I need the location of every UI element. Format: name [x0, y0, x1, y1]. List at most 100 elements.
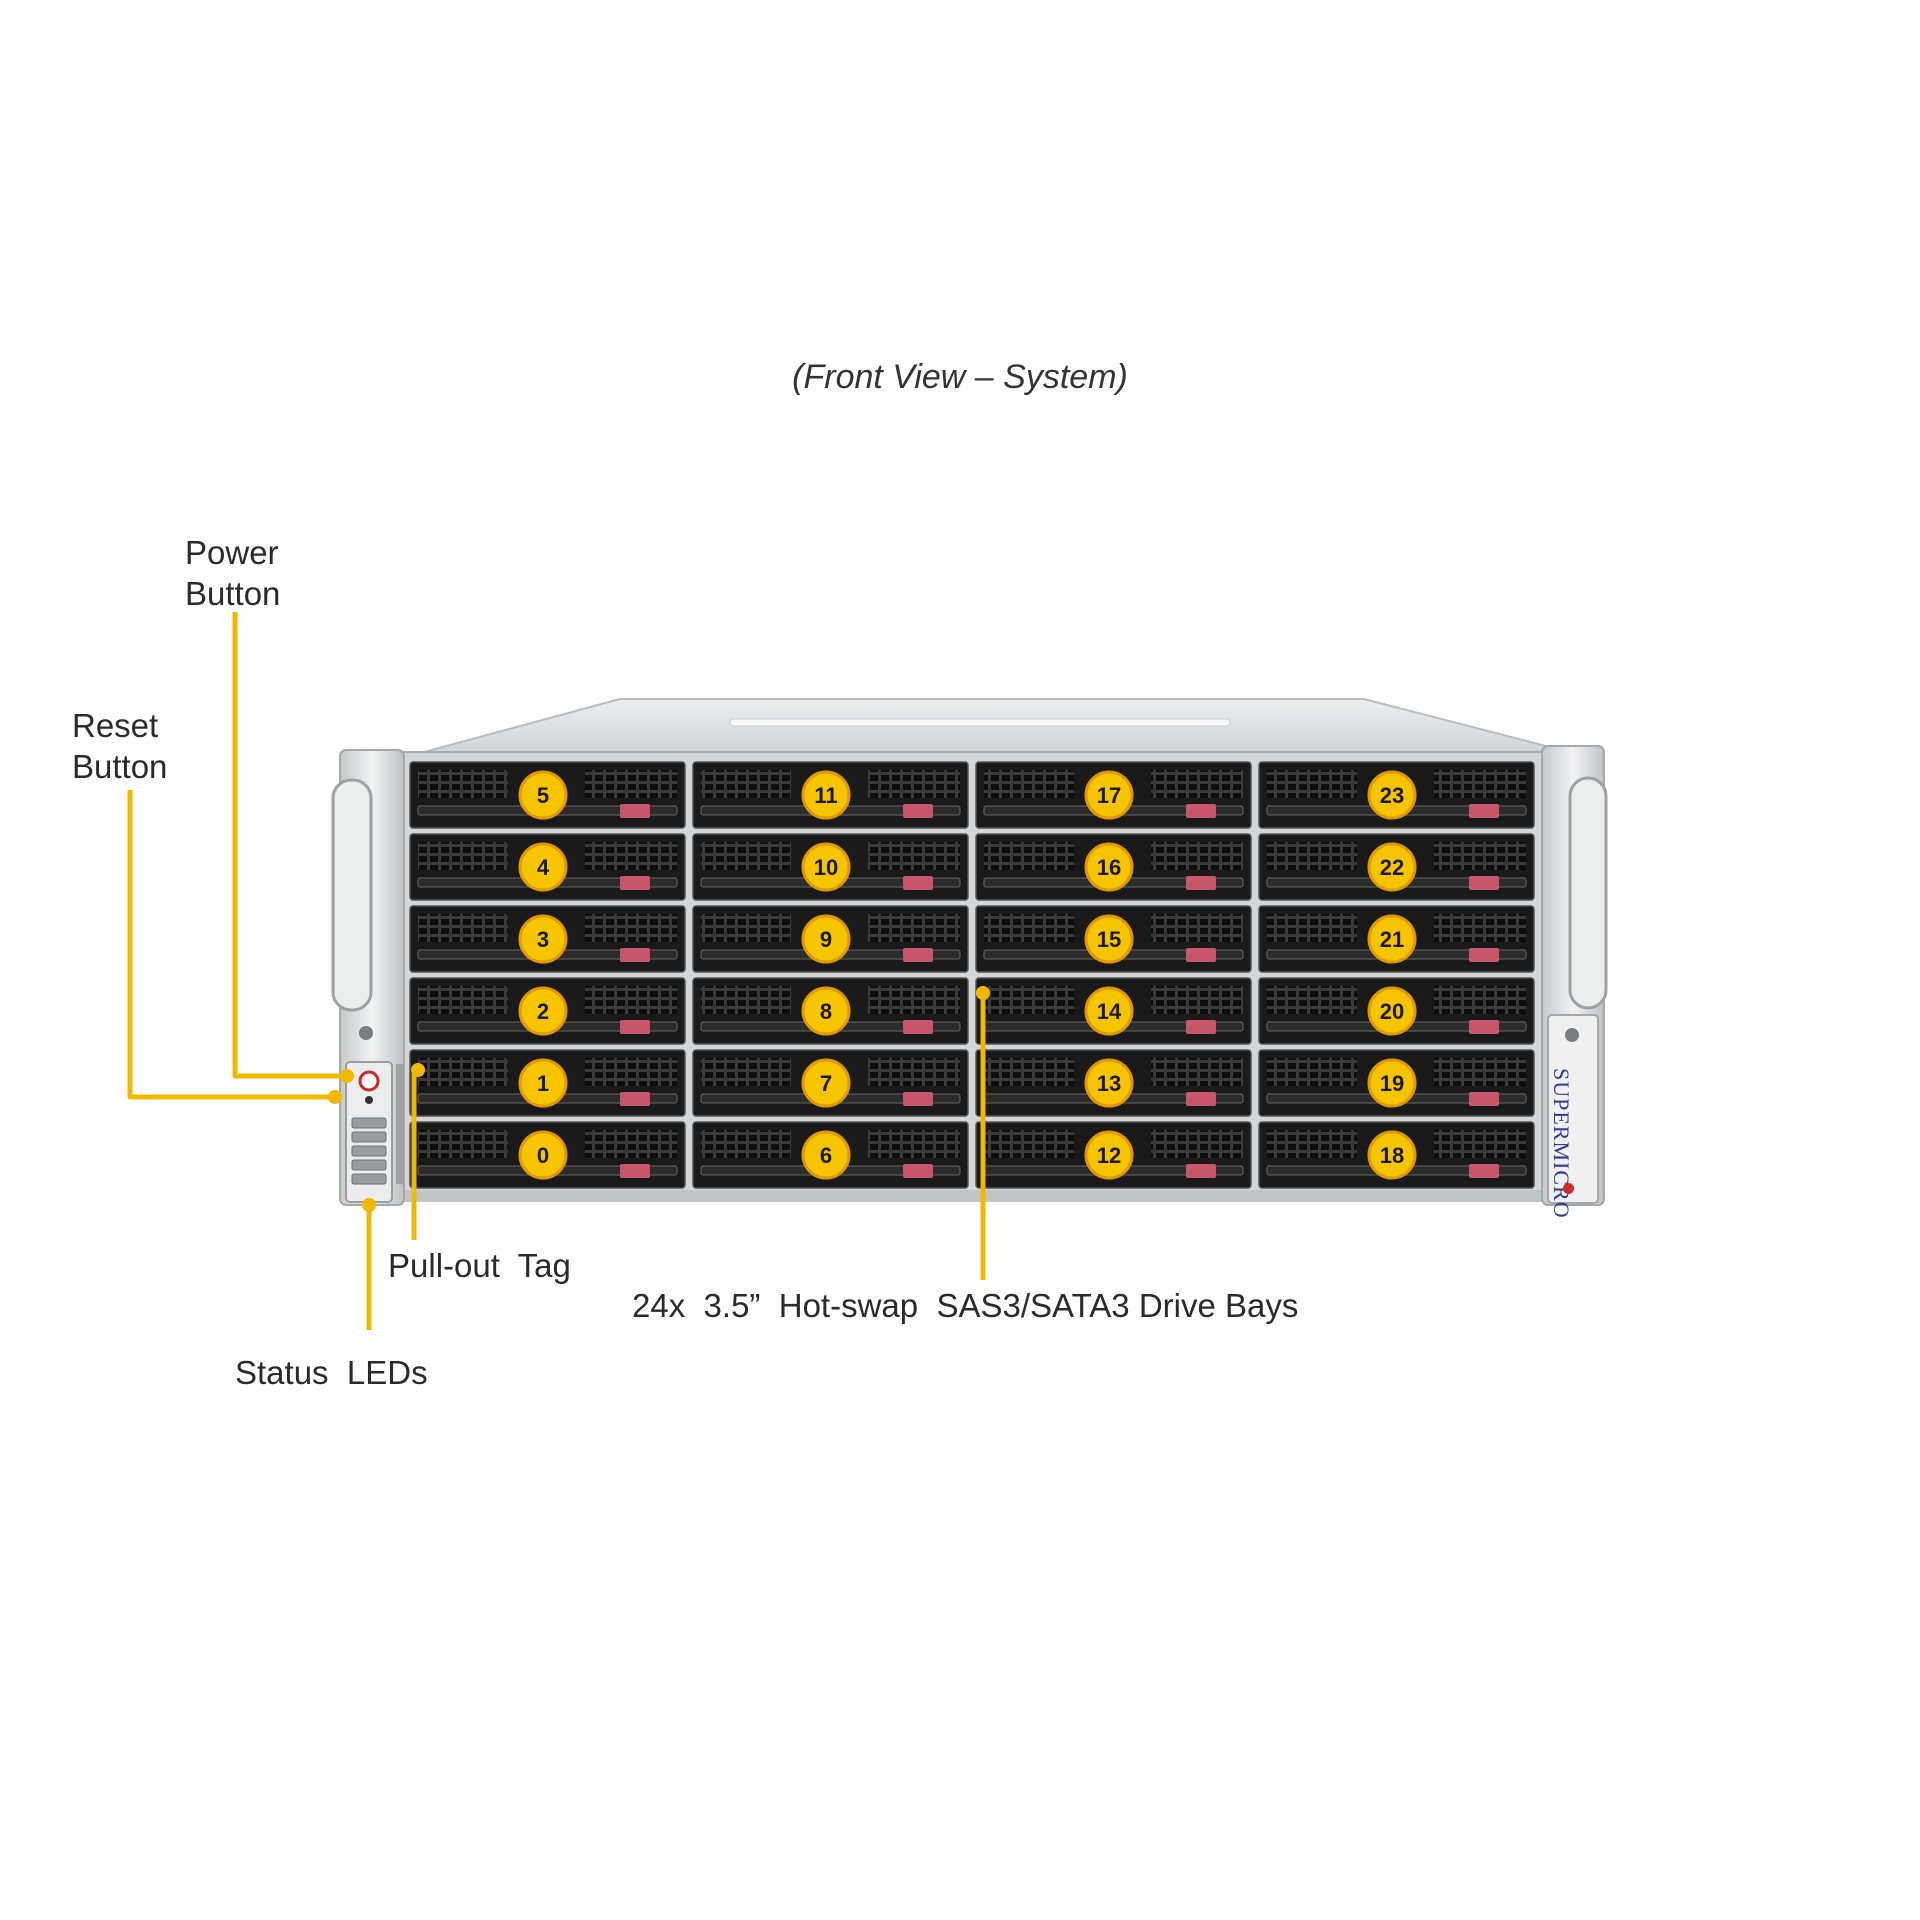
drive-vent-left: [701, 1130, 791, 1158]
drive-vent-right: [1434, 770, 1526, 798]
drive-number-label: 5: [537, 783, 549, 808]
drive-vent-left: [418, 842, 508, 870]
drive-bay-2[interactable]: 2: [409, 977, 686, 1045]
drive-bay-9[interactable]: 9: [692, 905, 969, 973]
drive-bay-20[interactable]: 20: [1258, 977, 1535, 1045]
drive-bay-16[interactable]: 16: [975, 833, 1252, 901]
drive-number-badge: [1367, 986, 1417, 1036]
drive-release-latch: [903, 1164, 933, 1178]
reset-button-leader-dot: [328, 1090, 342, 1104]
status-led-icon: [351, 1173, 387, 1185]
drive-vent-right: [868, 1058, 960, 1086]
drive-release-latch: [620, 1164, 650, 1178]
drive-number-badge: [1084, 914, 1134, 964]
drive-bays-callout: 24x 3.5” Hot-swap SAS3/SATA3 Drive Bays: [632, 1287, 1299, 1324]
right-handle: [1568, 776, 1608, 1010]
drive-bay-12[interactable]: 12: [975, 1121, 1252, 1189]
status-leds-callout: Status LEDs: [235, 1354, 428, 1391]
drive-number-badge: [1084, 842, 1134, 892]
reset-button-icon: [365, 1096, 373, 1104]
drive-number-badge: [518, 842, 568, 892]
drive-release-latch: [1469, 804, 1499, 818]
drive-number-label: 0: [537, 1143, 549, 1168]
drive-vent-right: [868, 986, 960, 1014]
drive-release-latch: [1186, 1164, 1216, 1178]
left-ear-screw: [359, 1026, 373, 1040]
drive-bay-21[interactable]: 21: [1258, 905, 1535, 973]
drive-number-badge: [1367, 914, 1417, 964]
brand-logo: SUPERMICRO: [1549, 1068, 1574, 1219]
drive-bay-1[interactable]: 1: [409, 1049, 686, 1117]
drive-vent-right: [1434, 1058, 1526, 1086]
drive-bay-23[interactable]: 23: [1258, 761, 1535, 829]
drive-number-badge: [518, 914, 568, 964]
drive-bays-leader-dot: [976, 986, 990, 1000]
brand-dot-icon: [1563, 1183, 1574, 1194]
drive-vent-right: [585, 914, 677, 942]
drive-vent-left: [701, 770, 791, 798]
view-title: (Front View – System): [792, 358, 1128, 396]
drive-vent-left: [701, 986, 791, 1014]
drive-bay-3[interactable]: 3: [409, 905, 686, 973]
drive-vent-left: [1267, 914, 1357, 942]
drive-vent-right: [585, 770, 677, 798]
drive-bay-22[interactable]: 22: [1258, 833, 1535, 901]
drive-release-latch: [620, 1092, 650, 1106]
drive-vent-left: [701, 1058, 791, 1086]
drive-number-badge: [1084, 770, 1134, 820]
drive-bay-13[interactable]: 13: [975, 1049, 1252, 1117]
drive-bay-8[interactable]: 8: [692, 977, 969, 1045]
chassis-top-cover: [401, 698, 1547, 759]
drive-number-badge: [518, 1058, 568, 1108]
drive-release-latch: [903, 804, 933, 818]
drive-vent-right: [1434, 1130, 1526, 1158]
drive-bay-7[interactable]: 7: [692, 1049, 969, 1117]
drive-number-label: 19: [1380, 1071, 1404, 1096]
drive-bay-19[interactable]: 19: [1258, 1049, 1535, 1117]
drive-bay-14[interactable]: 14: [975, 977, 1252, 1045]
drive-vent-left: [984, 842, 1074, 870]
drive-number-label: 1: [537, 1071, 549, 1096]
drive-release-latch: [1186, 1020, 1216, 1034]
drive-vent-right: [1151, 770, 1243, 798]
drive-bay-18[interactable]: 18: [1258, 1121, 1535, 1189]
drive-number-badge: [518, 986, 568, 1036]
pull-out-tag-icon: [396, 1064, 404, 1184]
drive-bay-4[interactable]: 4: [409, 833, 686, 901]
drive-number-badge: [518, 770, 568, 820]
drive-number-badge: [801, 842, 851, 892]
drive-number-label: 6: [820, 1143, 832, 1168]
drive-vent-right: [1151, 842, 1243, 870]
drive-bay-0[interactable]: 0: [409, 1121, 686, 1189]
drive-vent-right: [1151, 914, 1243, 942]
drive-vent-right: [585, 1058, 677, 1086]
drive-bay-6[interactable]: 6: [692, 1121, 969, 1189]
drive-vent-left: [1267, 986, 1357, 1014]
drive-bay-10[interactable]: 10: [692, 833, 969, 901]
drive-vent-right: [1434, 914, 1526, 942]
drive-number-badge: [1367, 770, 1417, 820]
drive-number-label: 16: [1097, 855, 1121, 880]
drive-number-badge: [801, 770, 851, 820]
drive-bay-15[interactable]: 15: [975, 905, 1252, 973]
drive-vent-right: [868, 1130, 960, 1158]
drive-vent-left: [1267, 842, 1357, 870]
drive-vent-right: [868, 914, 960, 942]
drive-vent-left: [1267, 770, 1357, 798]
drive-vent-left: [984, 770, 1074, 798]
drive-bay-17[interactable]: 17: [975, 761, 1252, 829]
pull-out-tag-callout: Pull-out Tag: [388, 1247, 571, 1284]
drive-bay-11[interactable]: 11: [692, 761, 969, 829]
drive-number-label: 8: [820, 999, 832, 1024]
drive-release-latch: [1186, 1092, 1216, 1106]
status-led-icon: [351, 1159, 387, 1171]
status-leds-leader-dot: [362, 1198, 376, 1212]
status-led-icon: [351, 1145, 387, 1157]
drive-vent-left: [1267, 1130, 1357, 1158]
reset-button-callout: Reset Button: [72, 707, 168, 785]
drive-number-label: 11: [814, 783, 837, 808]
drive-number-label: 2: [537, 999, 549, 1024]
drive-bay-5[interactable]: 5: [409, 761, 686, 829]
